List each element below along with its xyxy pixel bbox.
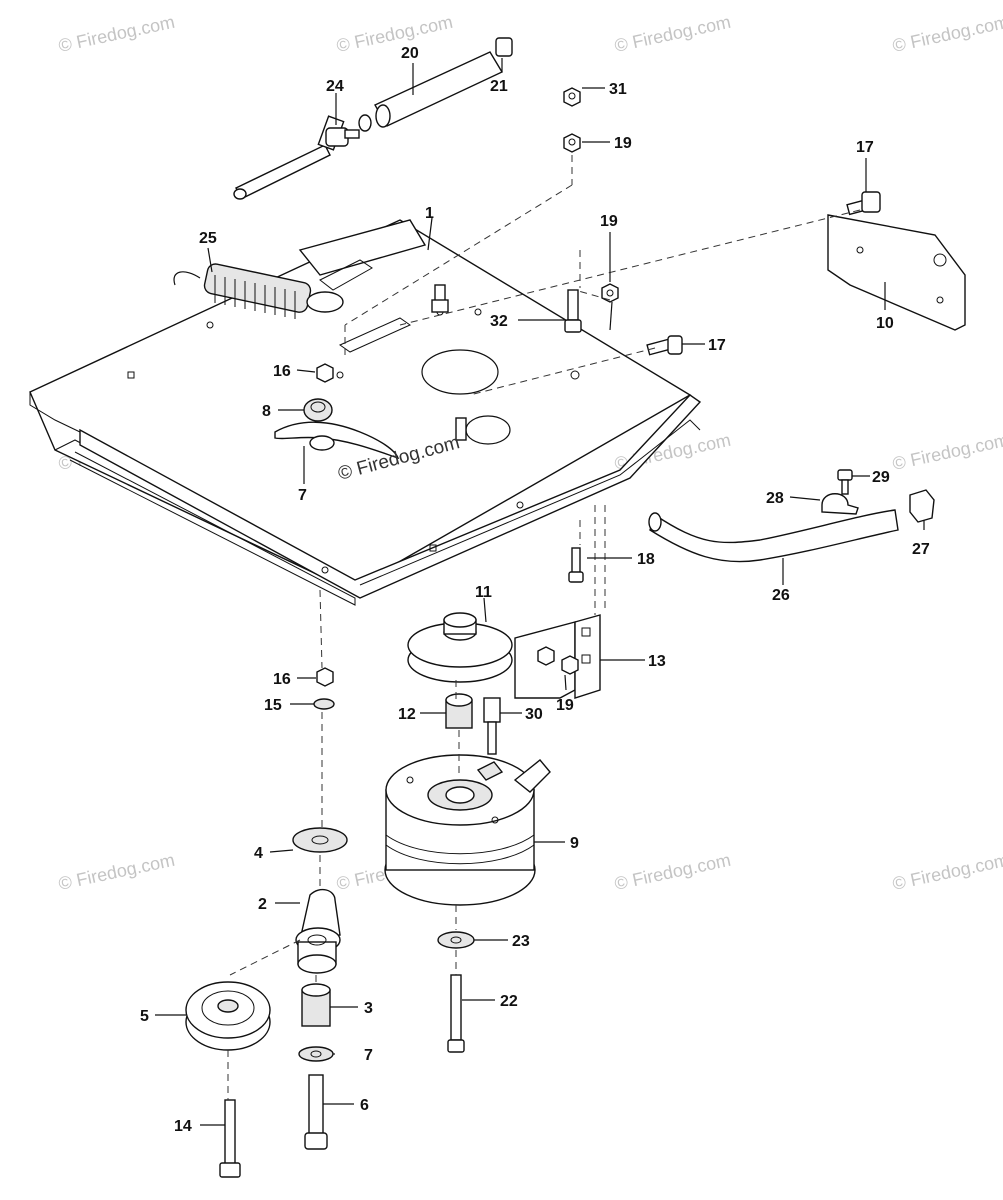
callout-26: 26	[772, 587, 790, 604]
callout-10: 10	[876, 315, 894, 332]
nut-19-mid	[601, 283, 619, 303]
watermark: © Firedog.com	[57, 12, 177, 56]
hose-26	[648, 509, 899, 563]
callout-20: 20	[401, 45, 419, 62]
idler-pulley-5	[185, 981, 271, 1051]
spring	[173, 263, 344, 319]
washer-4	[292, 827, 348, 853]
nut-bracket	[537, 646, 555, 666]
callout-15: 15	[264, 697, 282, 714]
callouts: 1 2 3 4 5 6 7 7 8 9 10 11 12 13 14 15 16…	[140, 45, 930, 1135]
idler-arm-2	[295, 888, 341, 974]
callout-32: 32	[490, 313, 508, 330]
watermark: © Firedog.com	[891, 850, 1003, 894]
bracket-13	[514, 614, 601, 699]
watermark: © Firedog.com	[891, 12, 1003, 56]
callout-24: 24	[326, 78, 344, 95]
rod-24	[233, 115, 360, 200]
callout-16: 16	[273, 363, 291, 380]
callout-13: 13	[648, 653, 666, 670]
bushing-8	[303, 398, 333, 422]
sleeve-12	[445, 693, 473, 729]
pin-32	[564, 289, 582, 333]
callout-4: 4	[254, 845, 263, 862]
leader-lines	[155, 58, 925, 1126]
callout-16: 16	[273, 671, 291, 688]
callout-14: 14	[174, 1118, 192, 1135]
callout-25: 25	[199, 230, 217, 247]
nut-16-lower	[316, 667, 334, 687]
bolt-14	[219, 1099, 241, 1178]
watermark: © Firedog.com	[613, 850, 733, 894]
callout-27: 27	[912, 541, 930, 558]
callout-6: 6	[360, 1097, 369, 1114]
bolt-29	[837, 469, 853, 495]
callout-7: 7	[298, 487, 307, 504]
callout-11: 11	[475, 584, 492, 601]
watermark: © Firedog.com	[613, 12, 733, 56]
bolt-17-top	[846, 191, 881, 216]
callout-28: 28	[766, 490, 784, 507]
pulley-11	[407, 612, 513, 683]
callout-29: 29	[872, 469, 890, 486]
nut-19-bracket	[561, 655, 579, 675]
callout-7: 7	[364, 1047, 373, 1064]
bolt-18	[568, 547, 584, 583]
nut-19-top	[563, 133, 581, 153]
watermark: © Firedog.com	[57, 850, 177, 894]
callout-5: 5	[140, 1008, 149, 1025]
spacer-3	[301, 983, 331, 1027]
clamp-28	[821, 493, 859, 515]
callout-2: 2	[258, 896, 267, 913]
bolt-17-mid	[646, 335, 683, 356]
washer-15	[313, 698, 335, 710]
callout-19: 19	[600, 213, 618, 230]
callout-3: 3	[364, 1000, 373, 1017]
clutch-9	[384, 754, 551, 906]
cap-21	[495, 37, 513, 57]
fitting	[431, 284, 467, 441]
callout-17: 17	[856, 139, 874, 156]
nut-16-top	[316, 363, 334, 383]
arm-7	[274, 421, 400, 460]
callout-21: 21	[490, 78, 508, 95]
callout-17: 17	[708, 337, 726, 354]
nut-31	[563, 87, 581, 107]
bolt-22	[447, 974, 465, 1053]
washer-7	[298, 1046, 334, 1062]
watermark: © Firedog.com	[335, 12, 455, 56]
tube-20	[358, 51, 503, 132]
assembly-lines	[227, 155, 861, 1100]
washer-23	[437, 931, 475, 949]
connector-30	[483, 697, 501, 755]
callout-31: 31	[609, 81, 627, 98]
callout-30: 30	[525, 706, 543, 723]
callout-1: 1	[425, 205, 434, 222]
callout-8: 8	[262, 403, 271, 420]
deck-plate	[29, 219, 702, 606]
watermark: © Firedog.com	[891, 430, 1003, 474]
bracket-10	[827, 214, 966, 331]
callout-19: 19	[556, 697, 574, 714]
callout-22: 22	[500, 993, 518, 1010]
callout-19: 19	[614, 135, 632, 152]
callout-12: 12	[398, 706, 416, 723]
callout-18: 18	[637, 551, 655, 568]
callout-23: 23	[512, 933, 530, 950]
callout-9: 9	[570, 835, 579, 852]
cap-27	[909, 489, 935, 523]
bolt-6	[304, 1074, 328, 1150]
